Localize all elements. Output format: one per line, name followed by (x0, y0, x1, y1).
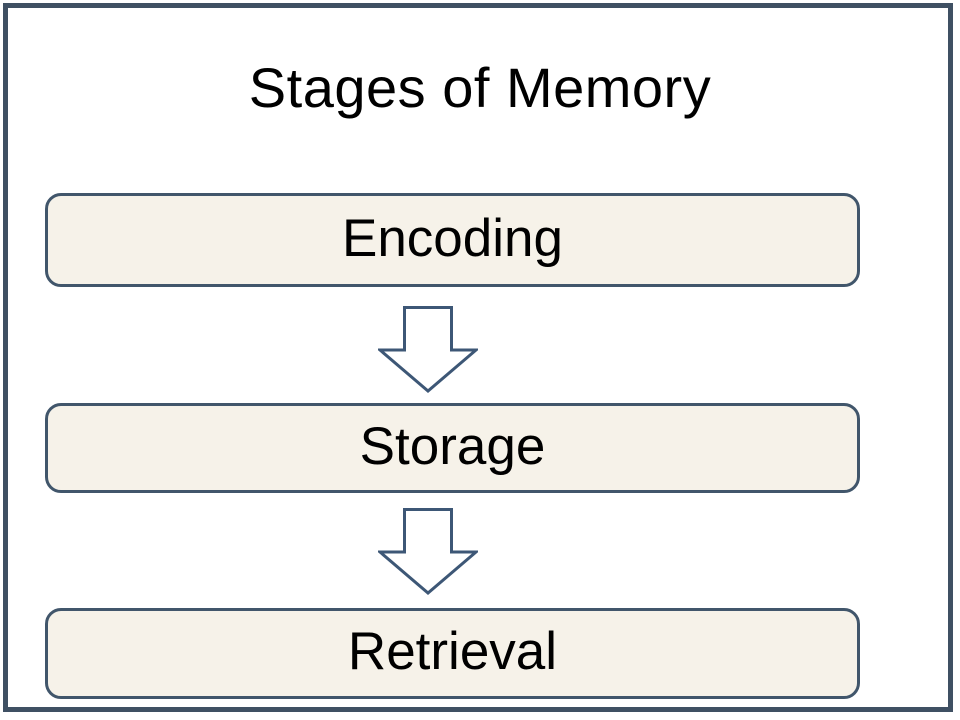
stage-label-storage: Storage (359, 416, 546, 476)
arrow-down-icon (378, 508, 478, 595)
arrow-down-shape (378, 306, 478, 393)
stage-box-encoding: Encoding (45, 193, 860, 287)
stage-label-retrieval: Retrieval (347, 622, 558, 681)
slide-frame (3, 3, 953, 712)
page-title: Stages of Memory (248, 56, 712, 119)
stage-box-retrieval: Retrieval (45, 608, 860, 699)
arrow-down-icon (378, 306, 478, 393)
arrow-down-shape (378, 508, 478, 595)
stage-box-storage: Storage (45, 403, 860, 493)
stage-label-encoding: Encoding (341, 208, 563, 268)
